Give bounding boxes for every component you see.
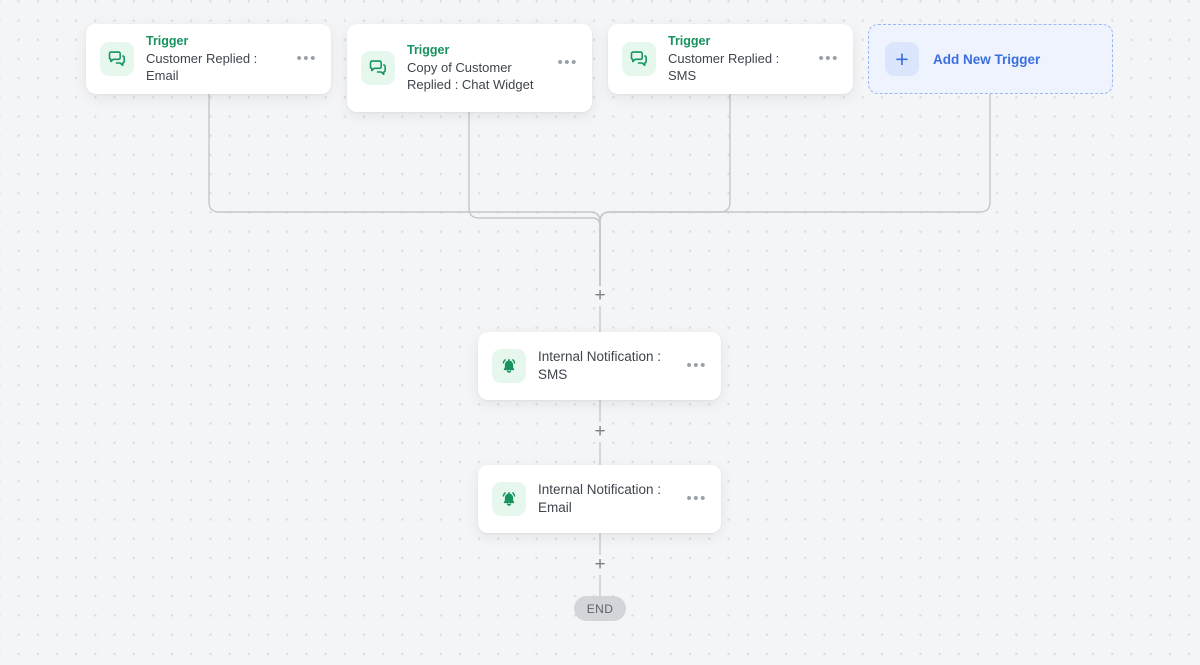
action-node-text: Internal Notification : SMS: [538, 348, 678, 384]
trigger-label: Copy of Customer Replied : Chat Widget: [407, 60, 534, 92]
add-step-handle-after-merge[interactable]: +: [590, 286, 610, 306]
chat-bubbles-icon: [622, 42, 656, 76]
action-node-internal-notification-email[interactable]: Internal Notification : Email •••: [478, 465, 721, 533]
bell-icon: [492, 482, 526, 516]
connector-trigger-1: [208, 94, 601, 286]
end-node[interactable]: END: [574, 596, 626, 621]
trigger-node-text: Trigger Copy of Customer Replied : Chat …: [407, 43, 549, 93]
plus-glyph: +: [895, 45, 909, 72]
action-label: Internal Notification : Email: [538, 482, 662, 515]
trigger-kicker: Trigger: [668, 34, 711, 48]
trigger-node-text: Trigger Customer Replied : SMS: [668, 34, 810, 84]
trigger-label: Customer Replied : Email: [146, 51, 258, 83]
action-node-text: Internal Notification : Email: [538, 481, 678, 517]
add-step-handle-before-end[interactable]: +: [590, 555, 610, 575]
trigger-node-text: Trigger Customer Replied : Email: [146, 34, 288, 84]
action-overflow-menu-icon[interactable]: •••: [686, 490, 707, 507]
plus-icon: +: [885, 42, 919, 76]
connector-add-trigger: [599, 94, 991, 286]
bell-icon: [492, 349, 526, 383]
trigger-node-customer-replied-email[interactable]: Trigger Customer Replied : Email •••: [86, 24, 331, 94]
trigger-kicker: Trigger: [407, 43, 450, 57]
action-node-internal-notification-sms[interactable]: Internal Notification : SMS •••: [478, 332, 721, 400]
trigger-overflow-menu-icon[interactable]: •••: [818, 50, 839, 67]
trigger-node-copy-customer-replied-chat-widget[interactable]: Trigger Copy of Customer Replied : Chat …: [347, 24, 592, 112]
chat-bubbles-icon: [361, 51, 395, 85]
trigger-node-customer-replied-sms[interactable]: Trigger Customer Replied : SMS •••: [608, 24, 853, 94]
add-step-handle-between-notifications[interactable]: +: [590, 422, 610, 442]
action-overflow-menu-icon[interactable]: •••: [686, 357, 707, 374]
add-new-trigger-label: Add New Trigger: [933, 51, 1041, 67]
chat-bubbles-icon: [100, 42, 134, 76]
connector-trigger-2: [468, 112, 601, 286]
add-new-trigger-button[interactable]: + Add New Trigger: [868, 24, 1113, 94]
trigger-overflow-menu-icon[interactable]: •••: [296, 50, 317, 67]
trigger-label: Customer Replied : SMS: [668, 51, 780, 83]
trigger-kicker: Trigger: [146, 34, 189, 48]
action-label: Internal Notification : SMS: [538, 349, 662, 382]
connector-trigger-3: [599, 94, 731, 286]
trigger-overflow-menu-icon[interactable]: •••: [557, 54, 578, 71]
